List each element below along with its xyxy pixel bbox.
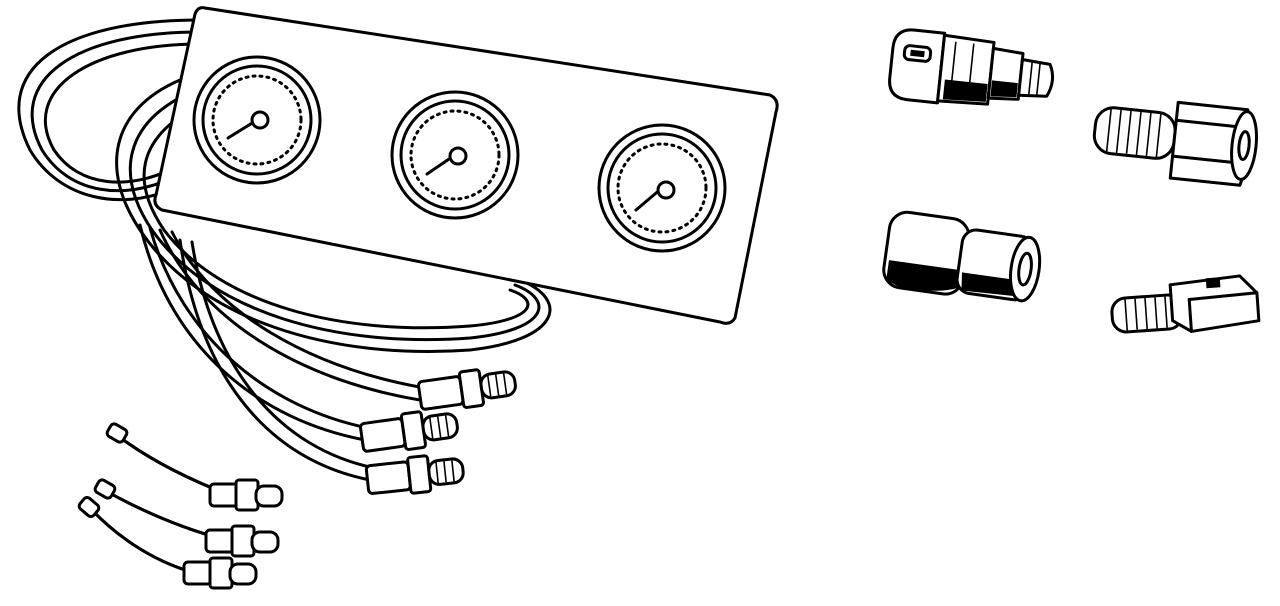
hose-loops	[17, 18, 552, 353]
adapter-fitting-icon	[1092, 100, 1258, 187]
pressure-gauge-icon	[192, 55, 322, 185]
pressure-gauge-icon	[597, 123, 727, 253]
hose-fitting-icon	[359, 368, 517, 495]
gauge-hoses	[138, 223, 427, 482]
pigtail-hoses	[77, 422, 284, 590]
adapter-fitting-icon	[888, 28, 1055, 106]
pressure-gauge-icon	[390, 90, 520, 220]
adapter-fitting-icon	[1110, 274, 1261, 334]
adapter-fitting-icon	[882, 210, 1042, 303]
